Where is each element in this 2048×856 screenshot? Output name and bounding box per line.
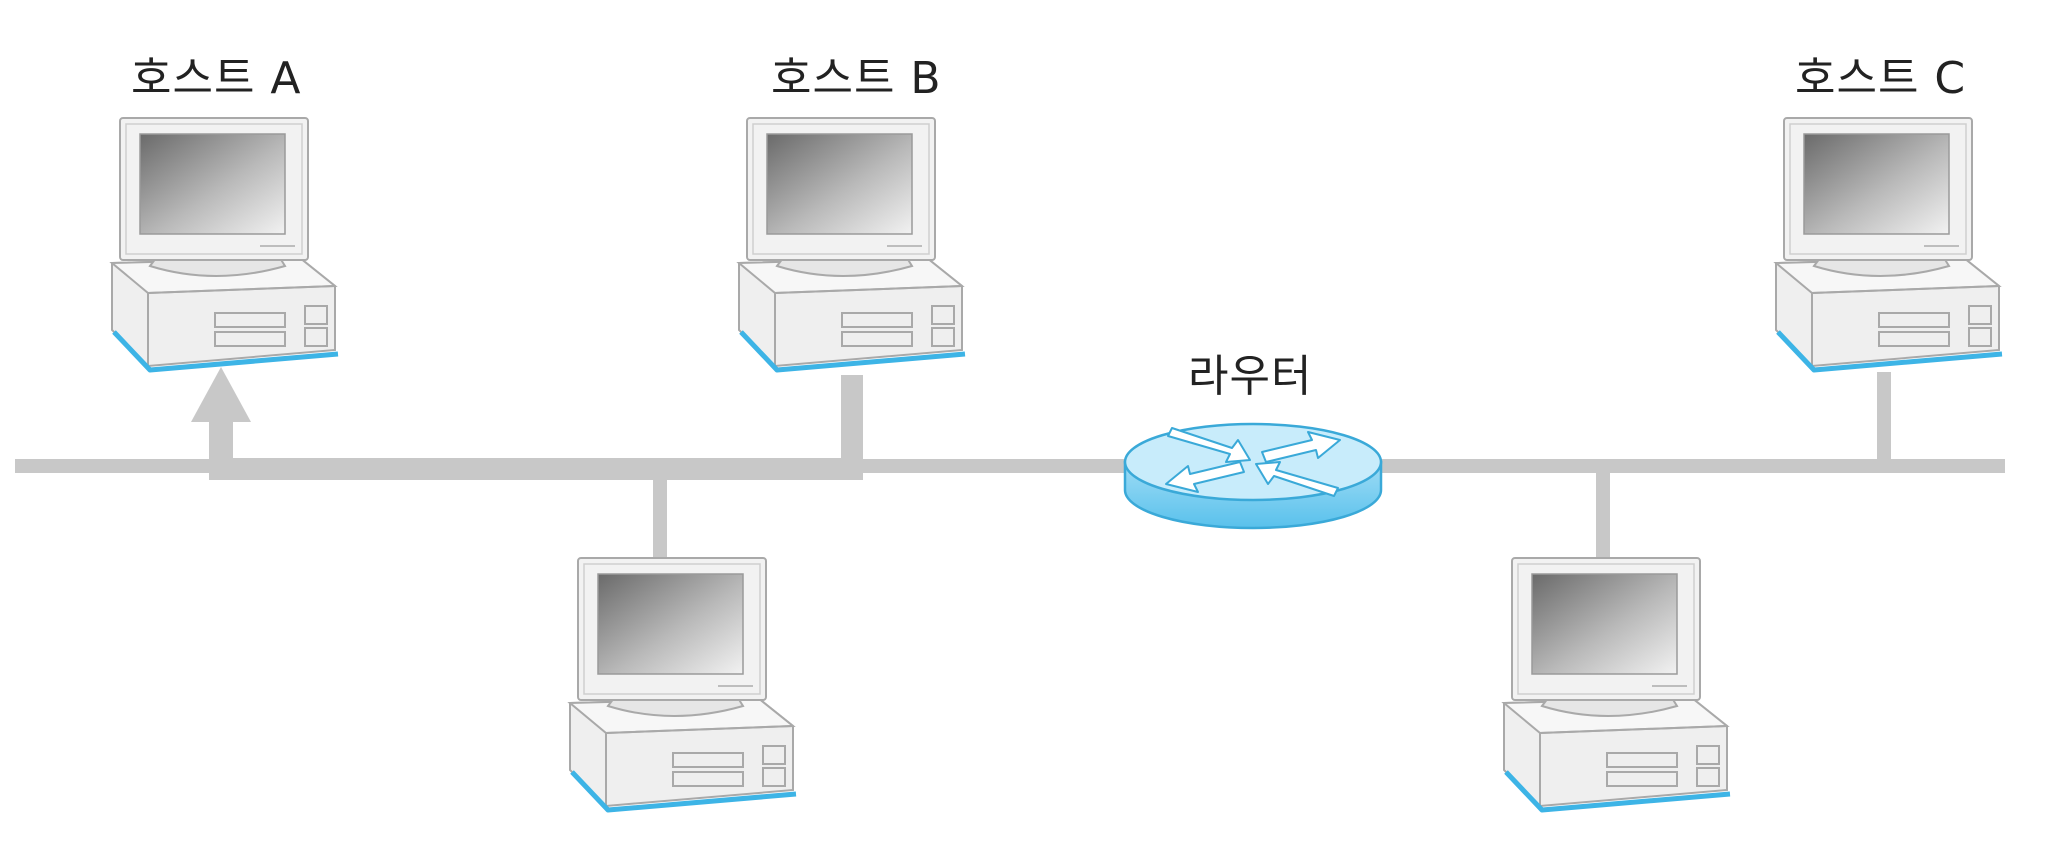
- host-c-drop-cable: [1877, 372, 1891, 462]
- host-c-label: 호스트 C: [1795, 42, 1966, 106]
- host-b-drop-cable: [841, 375, 863, 470]
- host-b-label: 호스트 B: [771, 42, 942, 106]
- host-b-computer-icon: [739, 118, 965, 370]
- bottom-left-drop-cable: [653, 473, 667, 563]
- network-cables: [15, 367, 2005, 563]
- arrow-up-icon: [191, 367, 251, 422]
- bottom-right-computer-icon: [1504, 558, 1730, 810]
- host-a-label: 호스트 A: [131, 42, 302, 106]
- bottom-right-drop-cable: [1596, 473, 1610, 563]
- host-a-computer-icon: [112, 118, 338, 370]
- host-c-computer-icon: [1776, 118, 2002, 370]
- highlighted-path-cable: [209, 458, 863, 480]
- bottom-left-computer-icon: [570, 558, 796, 810]
- router-icon: [1125, 424, 1381, 528]
- router-label: 라우터: [1188, 340, 1312, 404]
- host-a-drop-cable: [209, 420, 233, 470]
